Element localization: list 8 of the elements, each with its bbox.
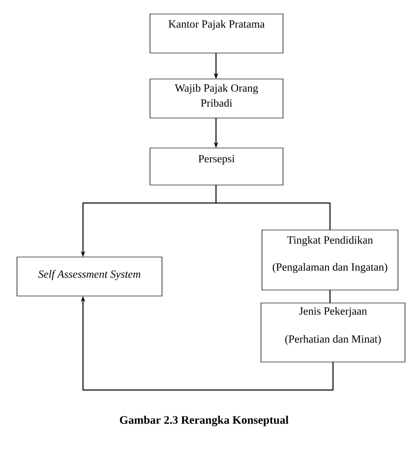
- caption: Gambar 2.3 Rerangka Konseptual: [120, 416, 288, 426]
- process-box: Kantor Pajak Pratama: [150, 14, 284, 54]
- connector-line: [216, 184, 330, 230]
- process-box: Persepsi: [150, 148, 284, 186]
- process-box: Wajib Pajak Orang Pribadi: [150, 78, 284, 118]
- process-box: Tingkat Pendidikan (Pengalaman dan Ingatan): [262, 230, 398, 290]
- process-box: Self Assessment System: [16, 256, 162, 296]
- process-box: Jenis Pekerjaan (Perhatian dan Minat): [260, 302, 406, 362]
